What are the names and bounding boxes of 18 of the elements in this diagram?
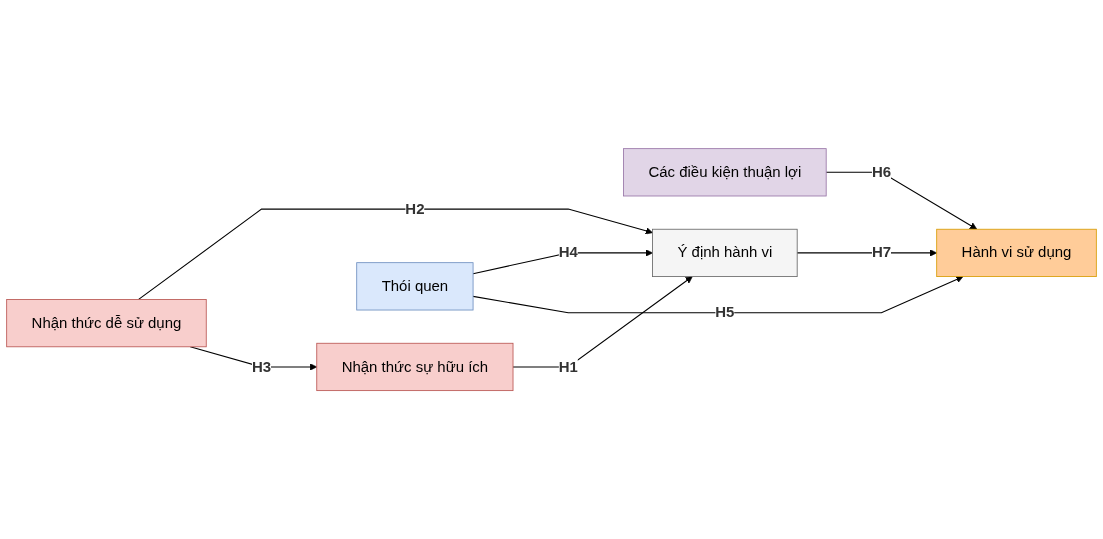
arrow <box>825 171 978 230</box>
edge-label: H7 <box>871 244 891 261</box>
node-box: Hành vi sử dụng <box>936 228 1097 277</box>
edge-label: H6 <box>871 163 891 181</box>
node-box: Nhận thức sự hữu ích <box>316 342 514 391</box>
node-box: Nhận thức dễ sử dụng <box>6 298 207 348</box>
node-box: Ý định hành vi <box>652 228 798 277</box>
arrow <box>138 208 653 300</box>
node-box: Thói quen <box>356 262 474 311</box>
edge-label: H2 <box>405 200 425 217</box>
edge-label: H4 <box>558 244 578 261</box>
edge-label: H1 <box>558 358 578 375</box>
arrow <box>472 249 653 275</box>
edge-label: H5 <box>715 303 735 321</box>
arrow <box>512 276 693 368</box>
edge-label: H3 <box>251 358 272 375</box>
arrow <box>472 275 964 314</box>
node-box: Các điều kiện thuận lợi <box>623 148 827 197</box>
